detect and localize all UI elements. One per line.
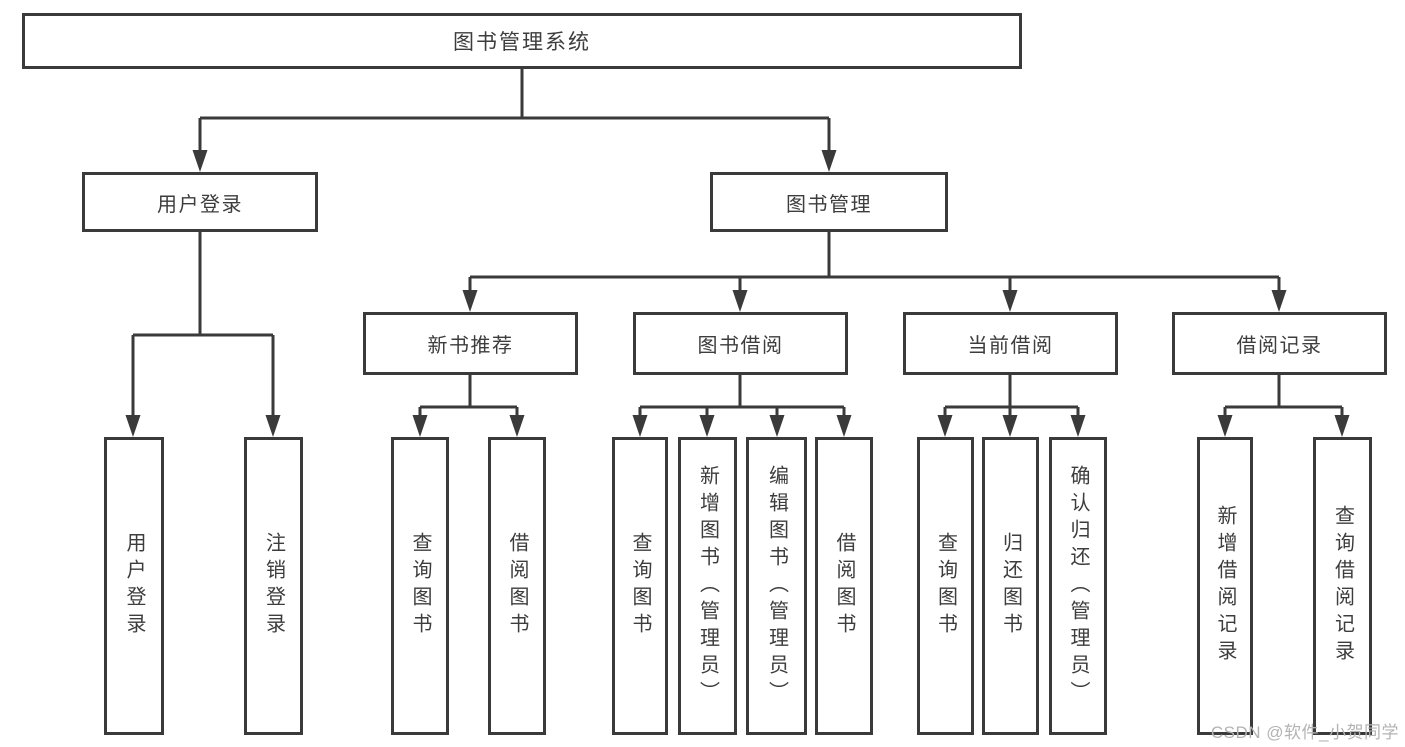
node-borrow-records-label: 借阅记录	[1236, 335, 1323, 357]
leaf-edit-book-admin: 编辑图书（管理员）	[746, 437, 807, 735]
leaf-query-borrow-record-label: 查询借阅记录	[1331, 505, 1354, 667]
leaf-query-book-current-label: 查询图书	[934, 532, 957, 640]
leaf-borrow-book-label: 借阅图书	[833, 532, 855, 640]
leaf-add-borrow-record-label: 新增借阅记录	[1214, 505, 1236, 667]
csdn-watermark: CSDN @软件_小贺同学	[1210, 723, 1399, 742]
leaf-add-book-admin: 新增图书（管理员）	[678, 437, 737, 735]
node-borrow-records: 借阅记录	[1172, 312, 1387, 375]
node-user-login-label: 用户登录	[157, 193, 243, 216]
node-book-management: 图书管理	[710, 172, 948, 232]
node-book-management-label: 图书管理	[786, 193, 872, 216]
node-book-borrow: 图书借阅	[633, 312, 848, 375]
leaf-borrow-book: 借阅图书	[815, 437, 873, 735]
leaf-confirm-return-admin-label: 确认归还（管理员）	[1067, 464, 1089, 708]
leaf-add-book-admin-label: 新增图书（管理员）	[696, 464, 719, 708]
leaf-add-borrow-record: 新增借阅记录	[1197, 437, 1253, 735]
node-root-label: 图书管理系统	[453, 31, 591, 54]
leaf-return-book-label: 归还图书	[999, 532, 1022, 640]
leaf-borrow-book-recommend: 借阅图书	[488, 437, 546, 735]
leaf-borrow-book-recommend-label: 借阅图书	[506, 532, 528, 640]
leaf-query-book-borrow-label: 查询图书	[629, 532, 651, 640]
node-user-login: 用户登录	[82, 172, 318, 232]
leaf-logout-label: 注销登录	[262, 532, 285, 640]
leaf-query-borrow-record: 查询借阅记录	[1313, 437, 1372, 735]
leaf-query-book-recommend-label: 查询图书	[409, 532, 431, 640]
leaf-query-book-borrow: 查询图书	[612, 437, 668, 735]
leaf-user-login: 用户登录	[104, 437, 164, 735]
leaf-edit-book-admin-label: 编辑图书（管理员）	[765, 464, 788, 708]
node-book-borrow-label: 图书借阅	[697, 335, 784, 357]
leaf-confirm-return-admin: 确认归还（管理员）	[1049, 437, 1107, 735]
leaf-return-book: 归还图书	[982, 437, 1039, 735]
node-current-borrow: 当前借阅	[903, 312, 1118, 375]
node-new-book-recommend: 新书推荐	[363, 312, 578, 375]
node-root: 图书管理系统	[22, 13, 1022, 69]
leaf-query-book-recommend: 查询图书	[391, 437, 449, 735]
node-current-borrow-label: 当前借阅	[967, 335, 1054, 357]
leaf-logout: 注销登录	[244, 437, 303, 735]
leaf-user-login-label: 用户登录	[123, 532, 145, 640]
node-new-book-recommend-label: 新书推荐	[427, 335, 514, 357]
leaf-query-book-current: 查询图书	[917, 437, 974, 735]
